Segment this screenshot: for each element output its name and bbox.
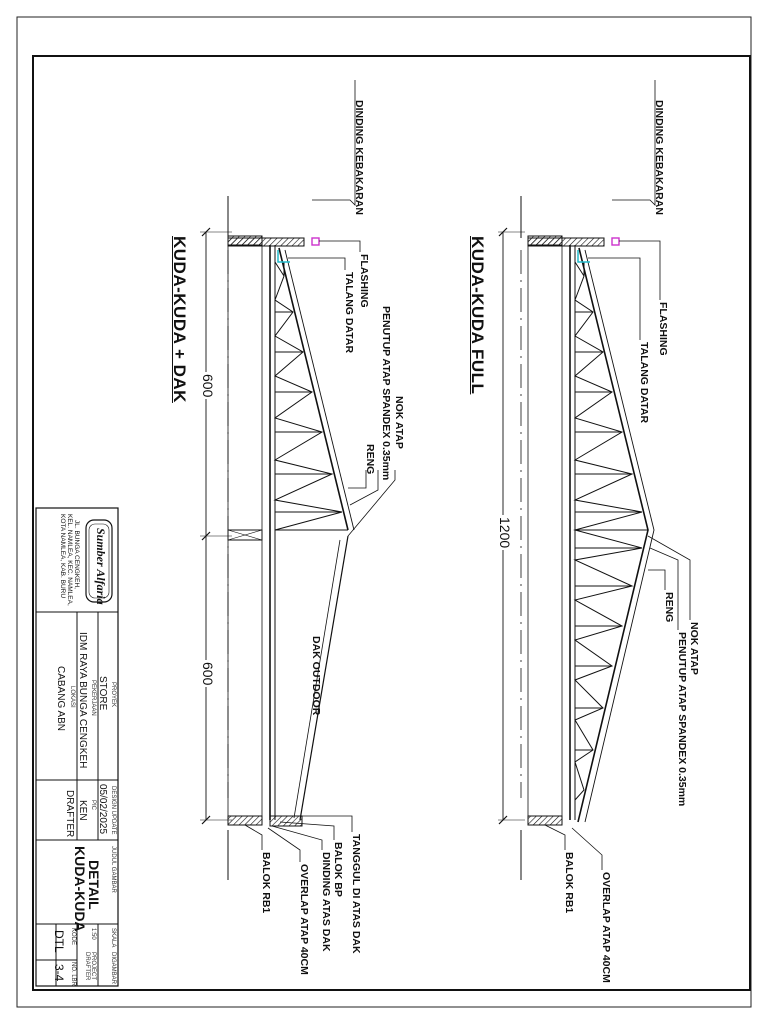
design-update-value: 05/02/2025 [97,784,108,835]
label-penutup-atap-full: PENUTUP ATAP SPANDEX 0.35mm [676,632,688,807]
kode-label: KODE [70,928,76,946]
no-lbr-label: NO. LBR [70,962,76,987]
label-nok-atap-full: NOK ATAP [688,622,700,675]
label-balok-bp: BALOK BP [332,842,344,897]
pekerjaan-value: IDM RAYA BUNGA CENGKEH [77,632,88,769]
truss-dak-webs [273,261,348,531]
pekerjaan-label: PEKERJAAN [90,680,96,716]
lokasi-value: CABANG ABN [55,666,66,732]
label-flashing-dak: FLASHING [358,254,370,308]
address-line-2: KEL. NAMLEA, KEC. NAMLEA, [66,514,73,606]
digambar-label: DIGAMBAR [110,952,116,985]
company-logo: Sumber Alfaria [94,528,108,605]
label-reng-dak: RENG [364,444,376,475]
judul-gambar-label: JUDUL GAMBAR [110,846,116,893]
no-lbr-value: 3-4 [52,964,66,982]
label-overlap-dak: OVERLAP ATAP 40CM [298,864,310,975]
address-line-3: KOTA NAMLEA, KAB. BURU [59,514,66,599]
label-reng-full: RENG [663,592,675,623]
label-balok-rb1-dak: BALOK RB1 [260,852,272,914]
truss-full-drawing [498,80,691,880]
dimension-1200: 1200 [497,515,513,551]
label-dinding-kebakaran-full: DINDING KEBAKARAN [653,100,665,215]
judul-value-kuda-kuda: KUDA-KUDA [72,846,88,932]
truss-full-webs [573,261,648,801]
label-flashing-full: FLASHING [657,302,669,356]
skala-value: 1:50 [90,928,96,940]
label-tanggul: TANGGUL DI ATAS DAK [350,834,362,954]
label-balok-rb1-full: BALOK RB1 [563,852,575,914]
title-kuda-kuda-full: KUDA-KUDA FULL [468,236,487,395]
pic-value: KEN [77,800,88,821]
label-talang-datar-dak: TALANG DATAR [343,272,355,354]
proyek-label: PROYEK [110,682,116,708]
label-penutup-atap-dak: PENUTUP ATAP SPANDEX 0.35mm [380,306,392,481]
title-kuda-kuda-dak: KUDA-KUDA + DAK [170,236,189,403]
label-talang-datar-full: TALANG DATAR [638,342,650,424]
skala-label: SKALA [110,928,116,948]
title-block [35,507,119,987]
pic-label: PIC [90,800,96,811]
dimension-600-left: 600 [200,372,216,400]
label-dinding-kebakaran-dak: DINDING KEBAKARAN [353,100,365,215]
label-overlap-full: OVERLAP ATAP 40CM [600,872,612,983]
address-line-1: JL. BUNGA CENGKEH, [73,520,80,589]
label-nok-atap-dak: NOK ATAP [393,396,405,449]
label-dinding-atas-dak: DINDING ATAS DAK [320,852,332,952]
dimension-600-right: 600 [200,660,216,688]
inner-border [32,55,751,991]
kode-value: DTL [52,930,66,953]
drafter-value: DRAFTER [64,790,75,838]
truss-dak-drawing [200,80,396,880]
judul-value-detail: DETAIL [86,860,102,910]
design-update-label: DESIGN UPDATE [110,786,116,835]
proyek-value: STORE [97,676,108,711]
label-dak-outdoor: DAK OUTDOOR [310,636,322,716]
lokasi-label: LOKASI [69,686,75,708]
digambar-value: PROJECT DRAFTER [84,952,96,981]
